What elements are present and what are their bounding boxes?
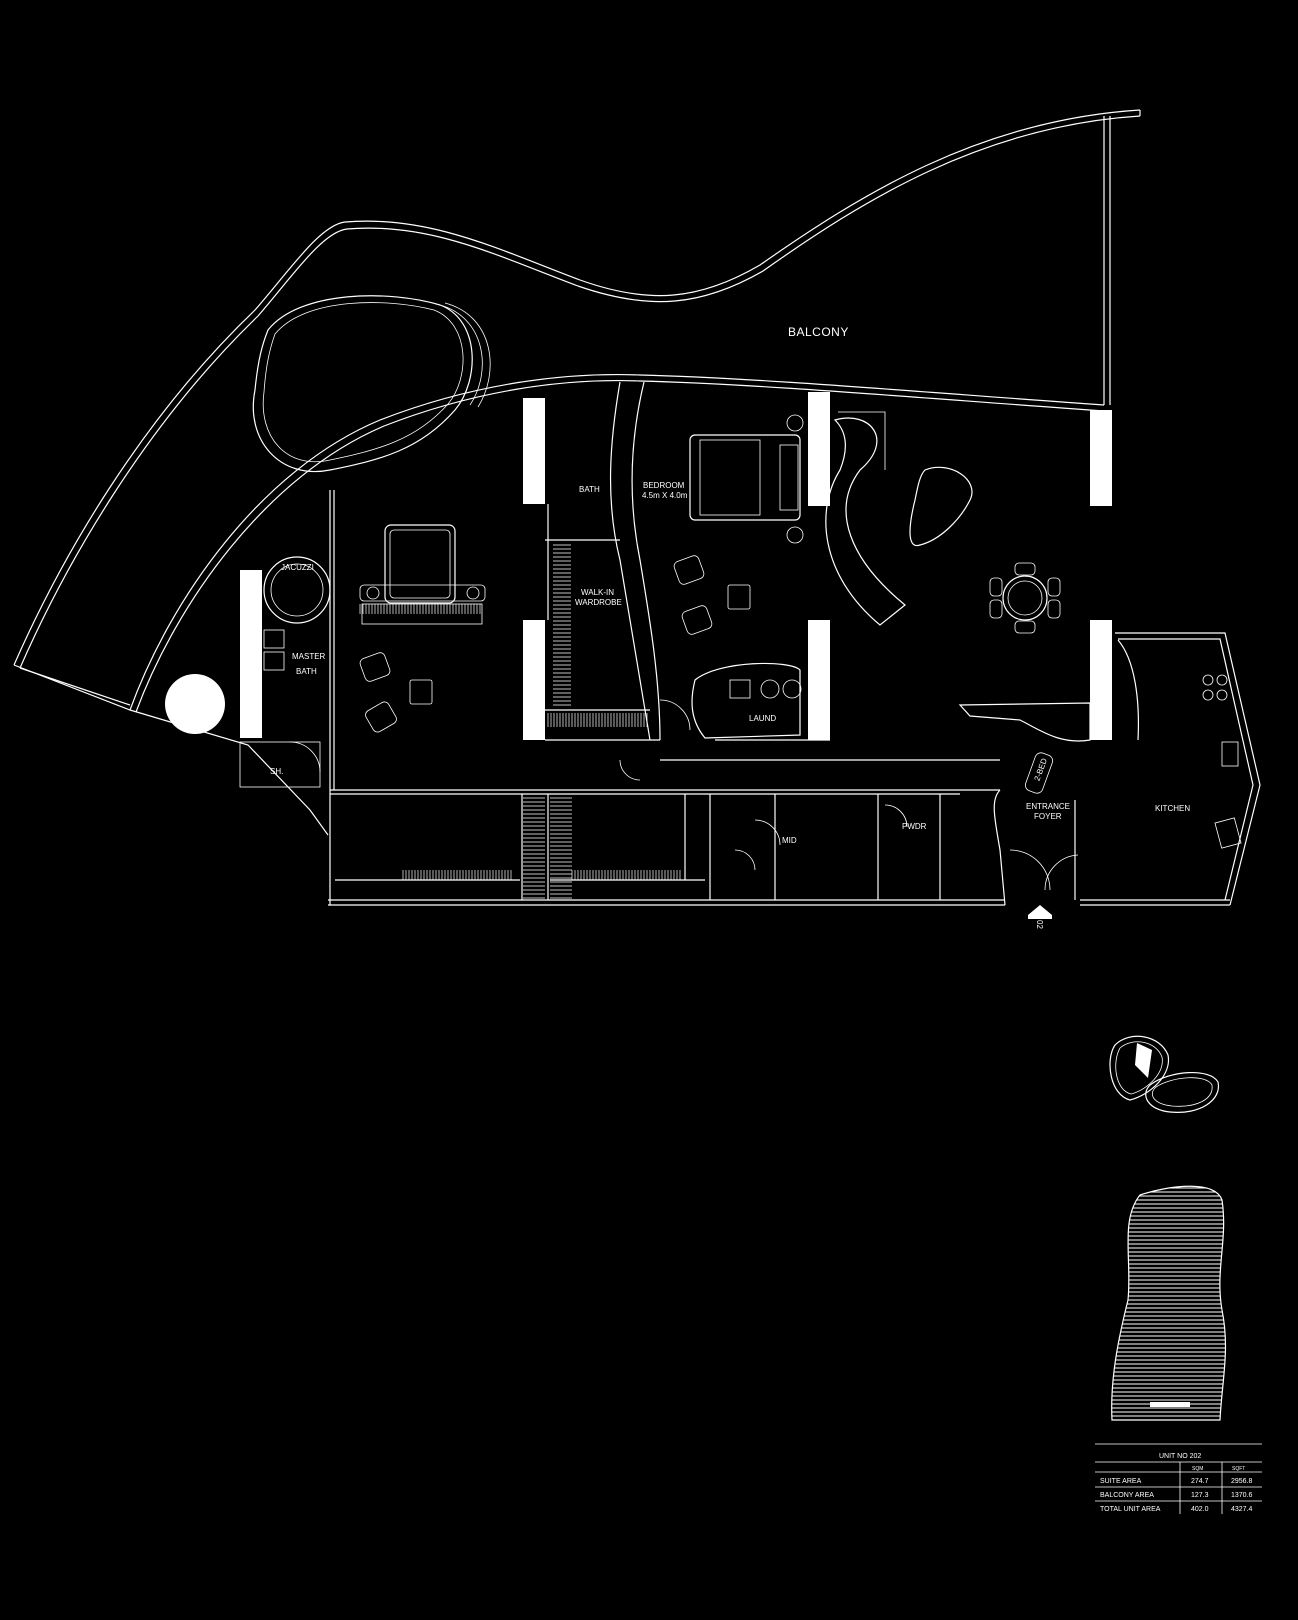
kitchen-island [958,702,1091,742]
label-bedroom: BEDROOM [643,481,685,490]
label-wardrobe: WARDROBE [575,598,622,607]
area-row-sqft: 2956.8 [1231,1478,1253,1485]
label-master-bath: BATH [296,667,317,676]
area-row-sqm: 402.0 [1191,1506,1209,1513]
label-master: MASTER [292,652,326,661]
wardrobe-hatching [359,544,681,899]
building-elevation [1111,1185,1227,1421]
dining-table [989,562,1061,634]
pool-loop [252,295,491,473]
label-laund: LAUND [749,714,776,723]
room-labels: BALCONY BEDROOM 4.5m X 4.0m BATH WALK-IN… [270,325,1190,929]
area-table: UNIT NO 202 SQM SQFT SUITE AREA 274.7 29… [1095,1443,1262,1514]
area-row-sqm: 127.3 [1191,1492,1209,1499]
area-row-label: BALCONY AREA [1100,1492,1154,1499]
lounge-chair [909,466,973,547]
jacuzzi [239,556,331,788]
area-table-col-sqm: SQM [1192,1466,1203,1472]
label-shower: SH. [270,767,283,776]
entry-marker [1028,905,1052,919]
bedroom-bed [689,414,804,544]
label-bath: BATH [579,485,600,494]
area-table-title: UNIT NO 202 [1159,1453,1201,1460]
area-table-col-sqft: SQFT [1232,1466,1245,1472]
label-kitchen: KITCHEN [1155,804,1190,813]
kitchen-cooktop [1202,674,1242,849]
label-pwdr: PWDR [902,822,927,831]
bedroom-chairs [673,555,751,635]
label-entrance: ENTRANCE [1026,802,1070,811]
label-bedroom-size: 4.5m X 4.0m [642,491,688,500]
area-row-sqft: 1370.6 [1231,1492,1253,1499]
keyplan-small [1109,1035,1219,1113]
doors [289,699,1079,891]
label-entry-02: 02 [1035,920,1044,929]
area-row-sqft: 4327.4 [1231,1506,1253,1513]
label-walkin: WALK-IN [581,588,614,597]
area-row-label: TOTAL UNIT AREA [1100,1506,1161,1513]
balcony-outline [13,109,1141,836]
partitions [335,381,1139,906]
structural-walls [240,392,1112,740]
master-chairs [359,652,433,733]
label-jacuzzi: JACUZZI [281,563,314,572]
master-bed [359,524,486,625]
label-foyer: FOYER [1034,812,1062,821]
laundry-fixtures [691,662,802,739]
living-sofa [825,411,906,626]
balcony-round-feature [165,674,225,734]
label-mid: MID [782,836,797,845]
area-row-sqm: 274.7 [1191,1478,1209,1485]
area-row-label: SUITE AREA [1100,1478,1142,1485]
interior-walls [328,490,1261,906]
label-balcony: BALCONY [788,325,849,339]
